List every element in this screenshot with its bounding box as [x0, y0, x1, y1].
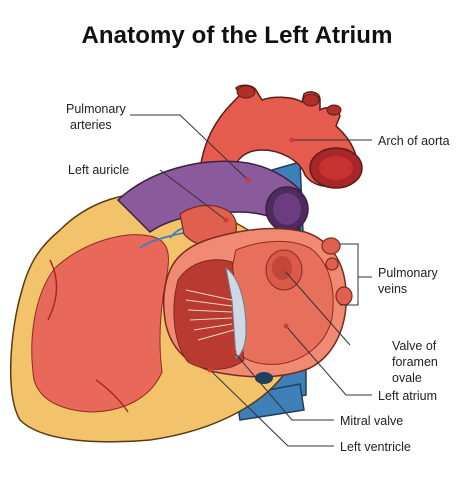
label-pulmonary-veins-2: veins: [378, 282, 407, 296]
label-left-auricle: Left auricle: [68, 163, 129, 177]
label-left-ventricle: Left ventricle: [340, 440, 411, 454]
myocardium-inner: [31, 234, 169, 413]
diagram-title: Anatomy of the Left Atrium: [81, 22, 393, 49]
mitral-valve: [225, 266, 247, 359]
label-left-atrium: Left atrium: [378, 389, 437, 403]
label-arch-of-aorta: Arch of aorta: [378, 134, 450, 148]
label-pulmonary-arteries-2: arteries: [70, 118, 112, 132]
label-valve-of-foramen-ovale-3: ovale: [392, 371, 422, 385]
pulmonary-veins: [321, 237, 353, 306]
label-pulmonary-arteries-1: Pulmonary: [66, 102, 126, 116]
label-valve-of-foramen-ovale-1: Valve of: [392, 339, 437, 353]
label-mitral-valve: Mitral valve: [340, 414, 403, 428]
label-valve-of-foramen-ovale-2: foramen: [392, 355, 438, 369]
label-pulmonary-veins-1: Pulmonary: [378, 266, 438, 280]
